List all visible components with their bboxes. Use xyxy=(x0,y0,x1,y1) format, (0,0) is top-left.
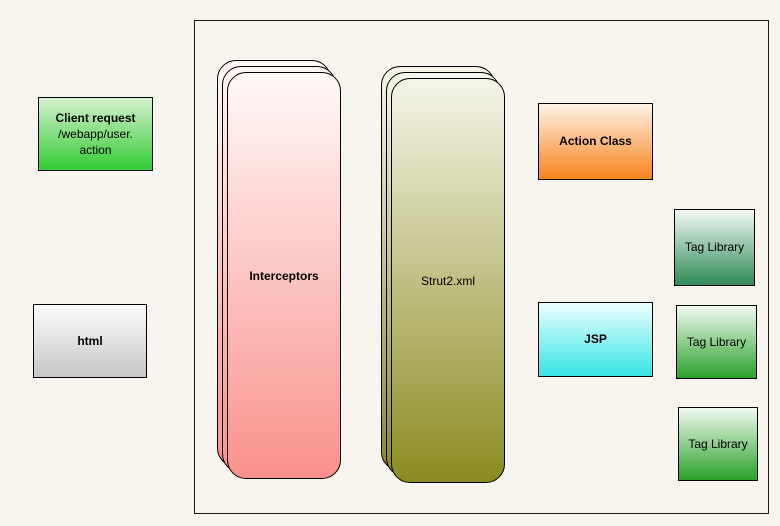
jsp-label: JSP xyxy=(584,332,607,347)
interceptors-stack-layer-front: Interceptors xyxy=(227,72,341,479)
action-class-label: Action Class xyxy=(559,134,632,149)
tag-library-2-label: Tag Library xyxy=(686,334,747,349)
strut2-xml-label: Strut2.xml xyxy=(420,273,475,288)
tag-library-1-label: Tag Library xyxy=(684,240,745,255)
html-label: html xyxy=(77,333,103,348)
node-tag-library-3: Tag Library xyxy=(678,407,758,481)
node-client-request: Client request /webapp/user. action xyxy=(38,97,153,171)
client-request-path-line1: /webapp/user. xyxy=(58,126,133,141)
node-tag-library-2: Tag Library xyxy=(676,305,757,379)
client-request-title: Client request xyxy=(55,110,136,125)
container-frame xyxy=(194,20,769,514)
node-jsp: JSP xyxy=(538,302,653,377)
client-request-path-line2: action xyxy=(79,143,112,158)
node-tag-library-1: Tag Library xyxy=(674,209,755,286)
tag-library-3-label: Tag Library xyxy=(688,436,748,451)
node-action-class: Action Class xyxy=(538,103,653,180)
node-strut2-xml-stack: Strut2.xml xyxy=(381,66,507,486)
strut2-xml-stack-layer-front: Strut2.xml xyxy=(391,78,505,483)
interceptors-label: Interceptors xyxy=(249,268,319,283)
node-interceptors-stack: Interceptors xyxy=(217,60,343,480)
node-html: html xyxy=(33,304,147,378)
